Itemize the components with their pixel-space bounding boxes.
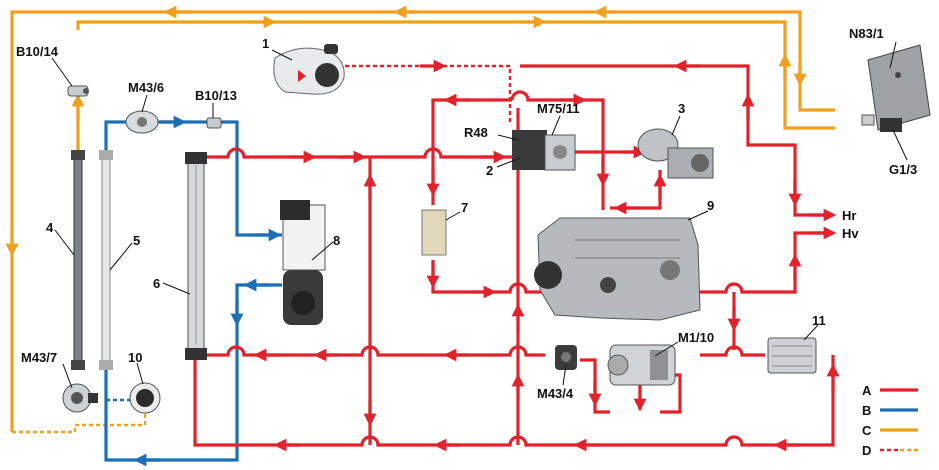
label-m43-4: M43/4 (537, 386, 574, 401)
label-hv: Hv (842, 226, 859, 241)
label-5: 5 (133, 233, 140, 248)
legend-c-label: C (862, 423, 872, 438)
starter-generator-m1-10 (607, 344, 676, 386)
label-7: 7 (461, 200, 468, 215)
label-n83-1: N83/1 (849, 26, 884, 41)
engine-9 (534, 217, 701, 321)
line-a-red (193, 59, 840, 452)
label-m43-6: M43/6 (128, 80, 164, 95)
control-unit-n83-1 (861, 44, 931, 132)
label-2: 2 (486, 163, 493, 178)
legend-b-label: B (862, 403, 871, 418)
sensor-b10-13 (206, 117, 222, 129)
leader-lines (51, 41, 908, 389)
label-m43-7: M43/7 (21, 350, 57, 365)
pump-m43-6 (125, 110, 159, 134)
thermostat-7 (421, 209, 447, 256)
component-10 (129, 382, 161, 414)
label-g1-3: G1/3 (889, 162, 917, 177)
label-9: 9 (707, 198, 714, 213)
label-3: 3 (678, 101, 685, 116)
radiator-6 (185, 152, 207, 360)
hose-5 (99, 150, 113, 370)
label-b10-14: B10/14 (16, 44, 59, 59)
valve-m75-11 (512, 130, 576, 171)
label-6: 6 (153, 276, 160, 291)
label-11: 11 (812, 313, 826, 328)
expansion-tank-1 (273, 44, 345, 95)
legend-d-label: D (862, 443, 871, 458)
label-r48: R48 (464, 125, 488, 140)
label-8: 8 (333, 233, 340, 248)
sensor-b10-14 (67, 85, 89, 97)
hose-4 (71, 150, 85, 370)
label-4: 4 (46, 220, 54, 235)
legend: A B C D (862, 383, 918, 458)
oil-module-8 (280, 200, 326, 325)
legend-a-label: A (862, 383, 872, 398)
label-m1-10: M1/10 (678, 330, 714, 345)
label-hr: Hr (842, 208, 856, 223)
label-1: 1 (262, 36, 269, 51)
label-b10-13: B10/13 (195, 88, 237, 103)
line-c-orange (5, 5, 835, 434)
pump-m43-7 (62, 383, 98, 413)
pump-m43-4 (555, 345, 577, 370)
turbocharger-3 (637, 128, 714, 179)
label-10: 10 (128, 350, 142, 365)
cooler-11 (767, 337, 817, 374)
label-m75-11: M75/11 (537, 101, 580, 116)
